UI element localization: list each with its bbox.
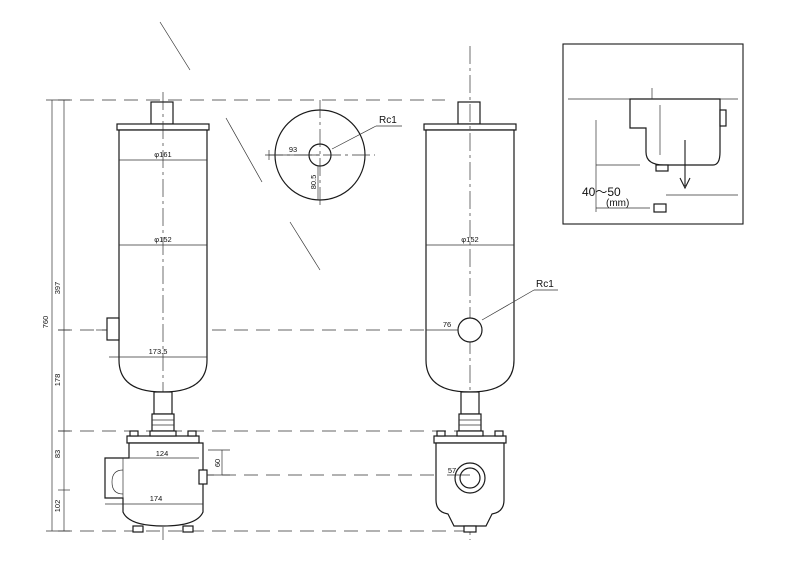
left-elevation-view: φ161 φ152 173.5 124 174 60 (96, 92, 230, 540)
dim-inlet-offset: 173.5 (149, 347, 168, 356)
dim-port-offset-right: 76 (443, 320, 451, 329)
dim-top-offset-y: 80.5 (309, 175, 318, 190)
label-clearance-unit: (mm) (606, 198, 629, 209)
dim-top-offset-x: 93 (289, 145, 297, 154)
dim-middle-height: 178 (53, 374, 62, 387)
dim-body-width-upper: 124 (156, 449, 169, 458)
right-elevation-view: φ152 76 Rc1 57 (423, 46, 558, 540)
extension-lines (58, 21, 470, 532)
dim-body-width-lower: 174 (150, 494, 163, 503)
vertical-dimension-chain: 760 397 178 83 102 (41, 99, 70, 532)
label-port-top: Rc1 (379, 115, 397, 126)
top-plan-view: 93 80.5 Rc1 (265, 100, 402, 205)
dim-port-offset-body: 57 (448, 466, 456, 475)
dim-body-side: 60 (213, 459, 222, 467)
dim-total-height: 760 (41, 316, 50, 329)
dim-body-height-b: 102 (53, 500, 62, 513)
dim-body-height-a: 83 (53, 450, 62, 458)
dim-bowl-dia-right: φ152 (461, 235, 478, 244)
dim-flange-dia: φ161 (154, 150, 171, 159)
clearance-detail-inset: 40～50 (mm) (562, 43, 744, 225)
label-clearance-value: 40～50 (582, 185, 621, 199)
dim-bowl-dia-left: φ152 (154, 235, 171, 244)
label-port-side: Rc1 (536, 279, 554, 290)
dim-upper-height: 397 (53, 282, 62, 295)
